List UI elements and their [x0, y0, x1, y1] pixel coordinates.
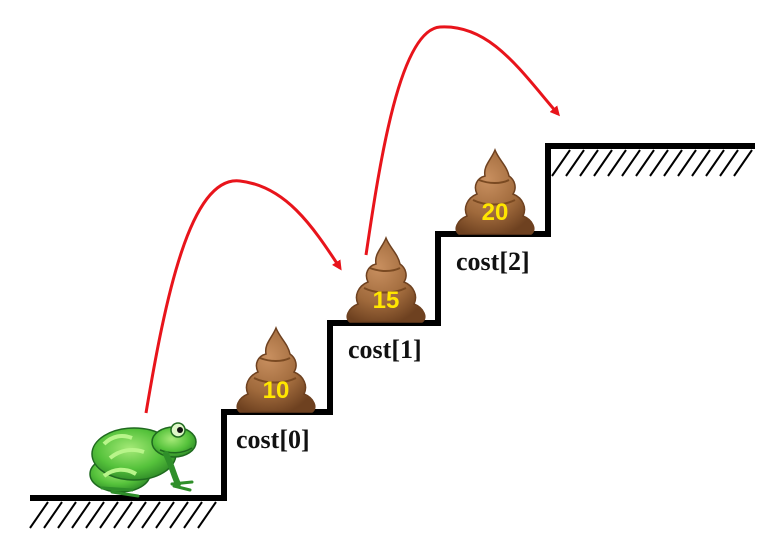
- ground-hatch-top: [551, 149, 753, 177]
- poop-value-0: 10: [263, 377, 290, 404]
- poop-value-2: 20: [482, 199, 509, 226]
- poop-value-1: 15: [373, 287, 400, 314]
- poop-icon: 10: [236, 325, 316, 413]
- cost-label-0: cost[0]: [236, 425, 310, 454]
- poop-icon: 15: [346, 235, 426, 323]
- frog-icon: [89, 422, 197, 498]
- jump-arrow-2: [364, 25, 560, 256]
- jump-arrow-1: [144, 179, 342, 414]
- poop-icon: 20: [455, 147, 535, 235]
- staircase-line: [30, 143, 755, 501]
- cost-label-2: cost[2]: [456, 247, 530, 276]
- ground-hatch-left: [29, 501, 217, 529]
- cost-label-1: cost[1]: [348, 335, 422, 364]
